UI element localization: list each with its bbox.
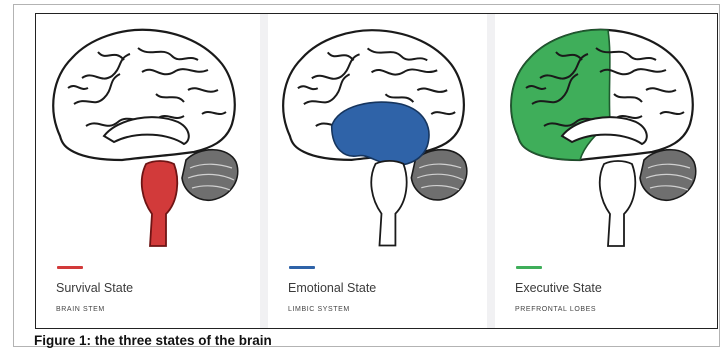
region-name: PREFRONTAL LOBES: [515, 306, 596, 313]
limbic-system-highlight: [332, 102, 429, 165]
accent-rule: [57, 266, 83, 269]
state-name: Survival State: [56, 281, 133, 295]
region-name: LIMBIC SYSTEM: [288, 306, 350, 313]
brain-states-figure: Survival State BRAIN STEM Emotional Stat…: [35, 13, 718, 329]
panel-emotional-state: Emotional State LIMBIC SYSTEM: [268, 14, 487, 328]
panel-divider: [487, 14, 495, 328]
brain-stem: [600, 161, 636, 246]
brain-stem: [371, 161, 406, 246]
state-name: Executive State: [515, 281, 602, 295]
cerebellum: [182, 150, 238, 201]
region-name: BRAIN STEM: [56, 306, 105, 313]
brain-illustration-prefrontal-lobes: [495, 18, 717, 248]
brain-illustration-brain-stem: [36, 18, 260, 248]
brain-stem-highlight: [142, 161, 178, 246]
cerebellum: [640, 150, 696, 201]
panel-executive-state: Executive State PREFRONTAL LOBES: [495, 14, 717, 328]
cerebrum-outline: [53, 30, 235, 160]
brain-illustration-limbic-system: [268, 18, 487, 248]
panel-survival-state: Survival State BRAIN STEM: [36, 14, 260, 328]
panel-divider: [260, 14, 268, 328]
figure-caption: Figure 1: the three states of the brain: [34, 333, 272, 348]
accent-rule: [289, 266, 315, 269]
accent-rule: [516, 266, 542, 269]
state-name: Emotional State: [288, 281, 376, 295]
document-frame: Survival State BRAIN STEM Emotional Stat…: [13, 4, 720, 347]
